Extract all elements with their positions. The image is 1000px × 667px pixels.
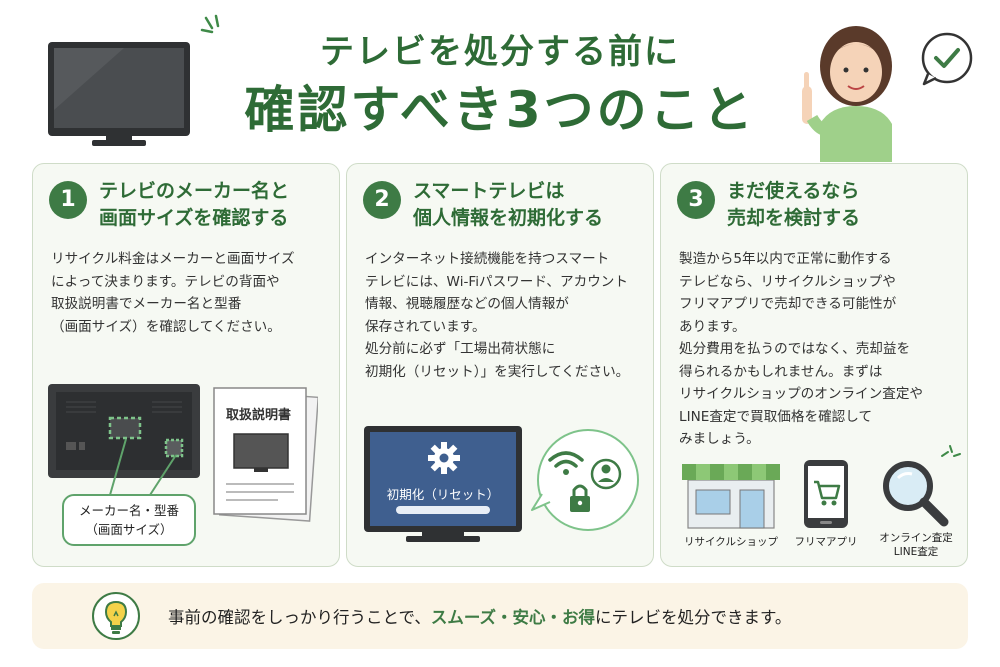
card-number: 3 (677, 181, 715, 219)
online-appraisal-label: オンライン査定 LINE査定 (879, 532, 953, 558)
manual-label: 取扱説明書 (226, 408, 292, 423)
callout-connector-lines (90, 435, 200, 500)
lightbulb-icon (92, 592, 140, 640)
decoration-lines-left (200, 14, 230, 50)
card-title: スマートテレビは 個人情報を初期化する (413, 180, 604, 229)
card-body: インターネット接続機能を持つスマート テレビには、Wi-Fiパスワード、アカウン… (365, 251, 630, 380)
magnifier-sparkle (938, 442, 962, 464)
page-title-line2: 確認すべき3つのこと (244, 81, 756, 139)
card-number: 1 (49, 181, 87, 219)
manual-illustration (208, 384, 320, 522)
card-title: まだ使えるなら 売却を検討する (727, 180, 861, 229)
reset-screen-label: 初期化（リセット） (386, 487, 500, 502)
maker-label-callout: メーカー名・型番 （画面サイズ） (62, 494, 196, 546)
card-title: テレビのメーカー名と 画面サイズを確認する (99, 180, 290, 229)
summary-banner: 事前の確認をしっかり行うことで、スムーズ・安心・お得にテレビを処分できます。 (32, 583, 968, 649)
summary-highlight: スムーズ・安心・お得 (430, 608, 596, 627)
card-body: 製造から5年以内で正常に動作する テレビなら、リサイクルショップや フリマアプリ… (679, 251, 924, 447)
page-title-line1: テレビを処分する前に (320, 32, 680, 72)
checkmark-bubble-icon (918, 30, 976, 88)
card-body: リサイクル料金はメーカーと画面サイズ によって決まります。テレビの背面や 取扱説… (51, 251, 295, 335)
reset-tv-illustration (362, 424, 524, 548)
woman-pointing-illustration (790, 14, 922, 162)
magnifier-icon (878, 456, 952, 530)
tv-back-illustration (46, 382, 202, 482)
flea-app-label: フリマアプリ (794, 536, 858, 548)
privacy-bubble (528, 424, 642, 536)
gear-icon (427, 441, 461, 475)
header-tv-icon (44, 40, 194, 152)
cart-icon (814, 480, 841, 500)
shop-icon (680, 460, 782, 530)
smartphone-cart-icon (802, 458, 850, 530)
summary-text: 事前の確認をしっかり行うことで、スムーズ・安心・お得にテレビを処分できます。 (168, 608, 792, 627)
card-number: 2 (363, 181, 401, 219)
wifi-icon (548, 451, 584, 468)
shop-label: リサイクルショップ (684, 536, 778, 548)
